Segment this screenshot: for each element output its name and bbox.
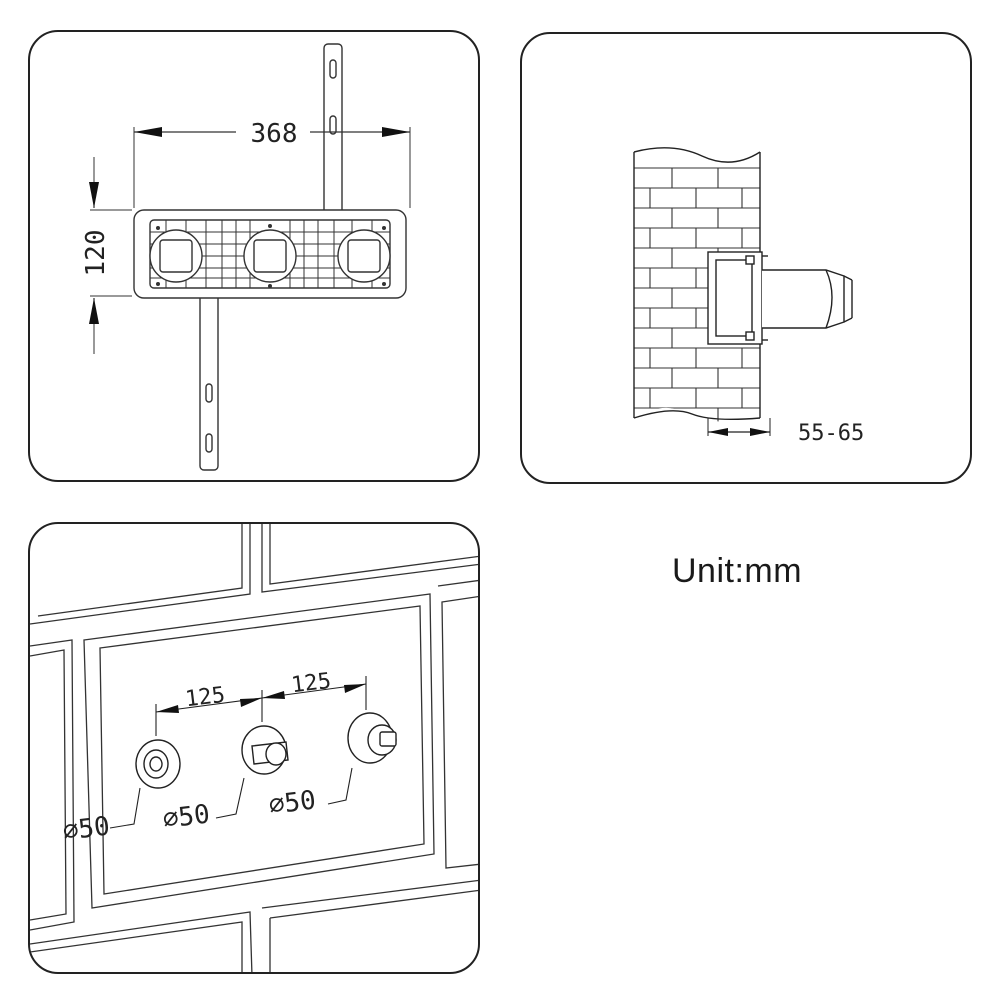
spacing-label-right: 125 [290,669,333,699]
depth-dimension-label: 55-65 [798,421,864,446]
unit-label: Unit:mm [672,552,803,590]
valve-trim-right [347,712,397,764]
arrow-down-icon [89,182,99,208]
wall-bottom-break [633,410,761,421]
arrow-up-icon [89,298,99,324]
front-view-panel: 368 120 [28,30,480,482]
arrow-left-icon [262,691,285,699]
valve-rings [149,229,391,283]
arrow-right-icon [344,684,366,693]
diameter-label-middle: ⌀50 [161,799,211,835]
diameter-label-right: ⌀50 [267,785,317,821]
diameter-label-left: ⌀50 [61,811,111,847]
width-dimension-label: 368 [251,119,298,149]
valve-handle [762,269,845,329]
arrow-left-icon [156,705,179,713]
front-view-drawing: 368 120 [81,43,411,471]
valve-trims [135,712,397,789]
arrow-left-icon [134,127,162,137]
arrow-right-icon [240,698,262,707]
arrow-left-icon [708,428,728,436]
arrow-right-icon [382,127,410,137]
arrow-right-icon [750,428,770,436]
lower-bracket-strip [199,287,219,471]
spacing-label-left: 125 [184,683,227,713]
height-dimension-label: 120 [81,230,111,277]
valve-trim-left [135,739,181,789]
finished-view-drawing: 125 125 ⌀50 ⌀50 ⌀50 [30,524,478,972]
wall-top-break [633,147,761,163]
side-view-panel: 55-65 [520,32,972,484]
side-view-drawing: 55-65 [633,147,864,446]
valve-trim-middle [241,725,289,775]
finished-view-panel: 125 125 ⌀50 ⌀50 ⌀50 [28,522,480,974]
